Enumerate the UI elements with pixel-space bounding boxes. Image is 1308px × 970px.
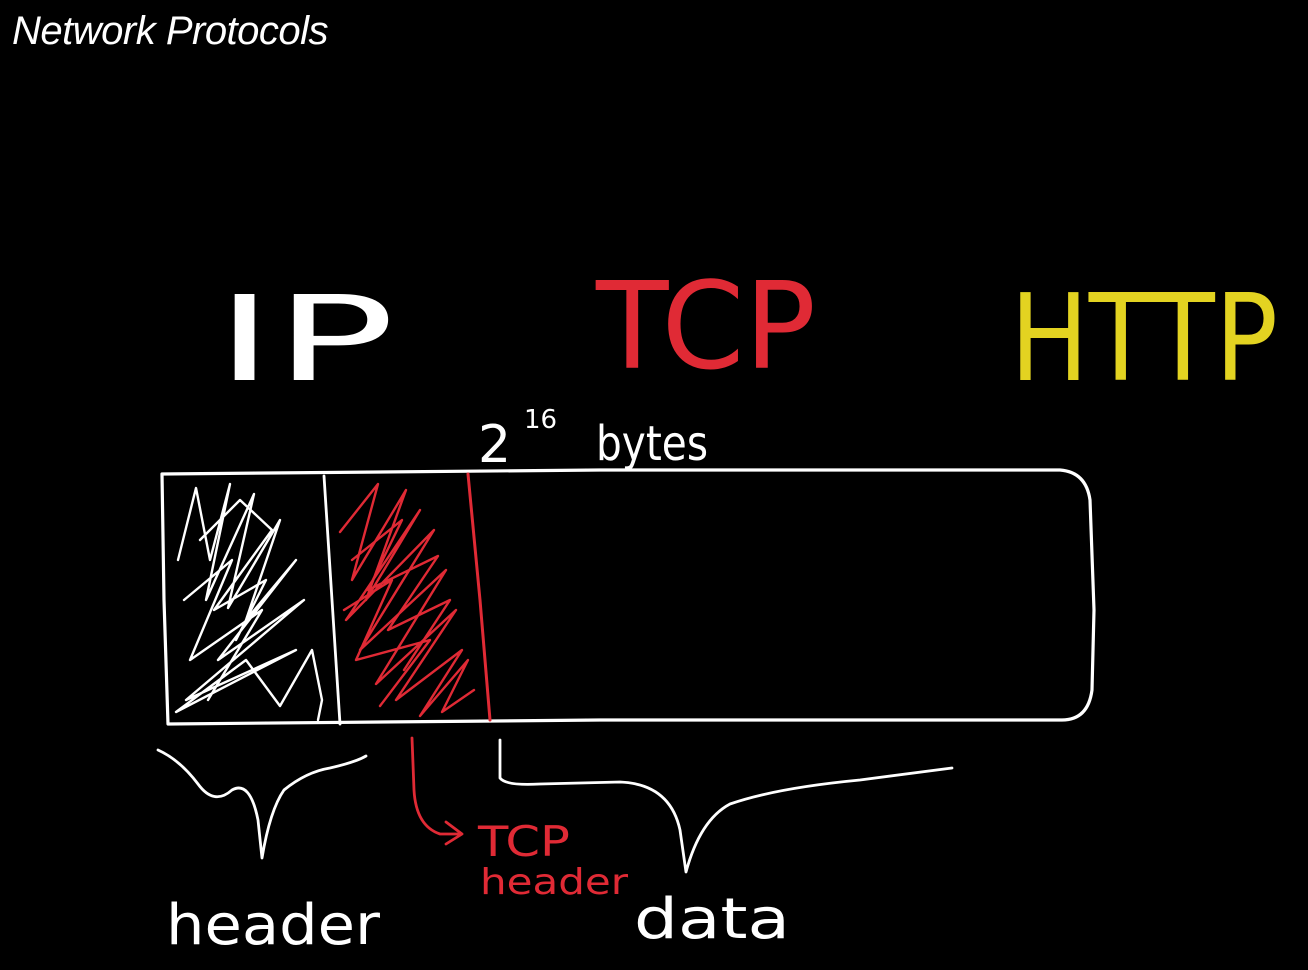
size-unit: bytes [596,416,708,472]
packet-outline [160,468,1096,726]
size-exponent: 16 [524,405,557,435]
protocol-label-ip: IP [215,270,395,408]
tcp-header-arrow [410,736,464,846]
protocol-label-http: HTTP [1010,270,1278,409]
data-brace [498,738,954,874]
ip-tcp-divider [322,474,342,726]
ip-header-brace [156,748,368,860]
packet-size-annotation: 2 16 bytes [478,405,708,475]
ip-header-scribble [174,482,324,722]
size-base: 2 [478,415,511,475]
tcp-label: TCP [595,258,816,397]
ip-label: IP [215,270,395,408]
protocol-label-tcp: TCP [595,258,816,397]
http-label: HTTP [1010,270,1278,409]
data-label: data [634,887,790,952]
ip-header-label: header [166,893,381,958]
slide-title: Network Protocols [12,9,329,53]
tcp-header-label-line2: header [480,862,628,903]
tcp-header-scribble [338,482,476,718]
tcp-header-label-line1: TCP [477,817,570,866]
tcp-data-divider [466,472,492,722]
